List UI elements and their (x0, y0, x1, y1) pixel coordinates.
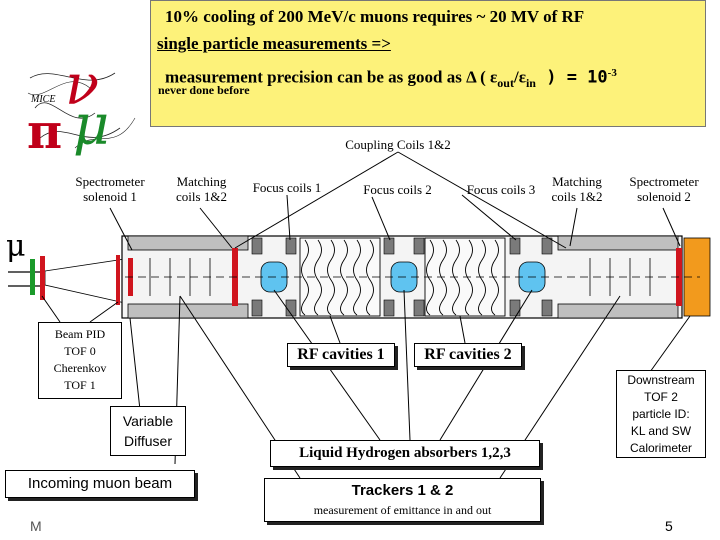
cherenkov-detector (40, 256, 45, 300)
beam-pid-line-1: Beam PID (54, 327, 106, 341)
downstream-box: Downstream TOF 2 particle ID: KL and SW … (616, 370, 706, 458)
spectrometer-1-lower-coil (127, 303, 249, 319)
spectrometer-2-line-1: Spectrometer (629, 174, 699, 189)
spectrometer-2-label: Spectrometer solenoid 2 (616, 174, 712, 204)
rf-cavities-2-box: RF cavities 2 (414, 343, 522, 367)
precision-exponent: -3 (607, 67, 617, 79)
header-line-4: never done before (158, 83, 250, 97)
header-line-1: 10% cooling of 200 MeV/c muons requires … (165, 7, 585, 26)
spectrometer-1-line-1: Spectrometer (75, 174, 145, 189)
rf-cavities-1-label: RF cavities 1 (297, 346, 385, 363)
beam-cone (44, 258, 126, 304)
trackers-label: Trackers 1 & 2 (351, 482, 454, 499)
header-line-2: single particle measurements => (157, 34, 391, 53)
trackers-box: Trackers 1 & 2 measurement of emittance … (264, 478, 541, 522)
matching-1-line-2: coils 1&2 (176, 189, 227, 204)
beam-pid-line-4: TOF 1 (64, 378, 96, 392)
logo-nu: ν (65, 53, 100, 118)
focus-coils (251, 237, 553, 317)
matching-1-label: Matching coils 1&2 (164, 174, 239, 204)
spectrometer-2-line-2: solenoid 2 (637, 189, 691, 204)
downstream-line-5: Calorimeter (629, 441, 692, 455)
spectrometer-1-line-2: solenoid 1 (83, 189, 137, 204)
beam-pid-box: Beam PID TOF 0 Cherenkov TOF 1 (38, 322, 122, 399)
tof1-detector (116, 255, 120, 305)
tof0-detector (30, 259, 35, 295)
header-line-3: measurement precision can be as good as … (165, 67, 617, 91)
lh2-absorbers-label: Liquid Hydrogen absorbers 1,2,3 (299, 445, 511, 461)
page-number: 5 (665, 518, 673, 534)
spectrometer-1-upper-coil (127, 235, 249, 251)
slash: / (513, 67, 519, 87)
spectrometer-2-lower-coil (557, 303, 679, 319)
epsilon-out: ε (490, 67, 498, 87)
incoming-beam-label: Incoming muon beam (27, 475, 173, 492)
header-line-3-text: measurement precision can be as good as (165, 67, 467, 87)
matching-2-line-1: Matching (552, 174, 602, 189)
spectrometer-1-label: Spectrometer solenoid 1 (60, 174, 160, 204)
matching-2-line-2: coils 1&2 (551, 189, 603, 204)
paren-open: ( (475, 67, 491, 87)
downstream-line-3: particle ID: (632, 407, 690, 421)
precision-value: 10 (587, 67, 608, 88)
lh2-absorbers-box: Liquid Hydrogen absorbers 1,2,3 (270, 440, 540, 467)
variable-diffuser-box: Variable Diffuser (110, 406, 186, 456)
sub-in: in (525, 76, 536, 91)
mice-logo: π ν μ MICE (25, 58, 140, 158)
header-box (150, 0, 706, 127)
downstream-line-1: Downstream (627, 373, 695, 387)
logo-mu: μ (73, 93, 110, 158)
logo-mice-text: MICE (31, 94, 56, 105)
downstream-line-2: TOF 2 (644, 390, 678, 404)
footer-left-text: M (30, 518, 42, 534)
matching-1-line-1: Matching (176, 174, 227, 189)
focus-coil-1-label: Focus coils 1 (252, 180, 322, 195)
delta-symbol: Δ (466, 67, 476, 87)
logo-tracks-icon (27, 72, 136, 149)
spectrometer-2-upper-coil (557, 235, 679, 251)
logo-pi: π (27, 104, 63, 160)
matching-2-label: Matching coils 1&2 (543, 174, 611, 204)
coupling-coils-label: Coupling Coils 1&2 (345, 137, 451, 152)
tracker-planes (149, 258, 651, 296)
incoming-beam-box: Incoming muon beam (5, 470, 195, 498)
downstream-line-4: KL and SW (630, 424, 692, 438)
diffuser-line-2: Diffuser (124, 433, 172, 449)
beam-pid-line-2: TOF 0 (64, 344, 96, 358)
focus-coil-2-label: Focus coils 2 (363, 182, 432, 197)
beam-pid-line-3: Cherenkov (53, 361, 107, 375)
epsilon-in: ε (518, 67, 526, 87)
rf-cavities-1-box: RF cavities 1 (287, 343, 395, 367)
muon-symbol: μ (6, 229, 26, 264)
rf-cavities-2-label: RF cavities 2 (424, 346, 512, 363)
sub-out: out (497, 76, 514, 91)
emittance-label: measurement of emittance in and out (313, 503, 492, 517)
equals-text: ) = (535, 67, 588, 88)
focus-coil-3-label: Focus coils 3 (466, 182, 536, 197)
diffuser-line-1: Variable (122, 413, 174, 429)
